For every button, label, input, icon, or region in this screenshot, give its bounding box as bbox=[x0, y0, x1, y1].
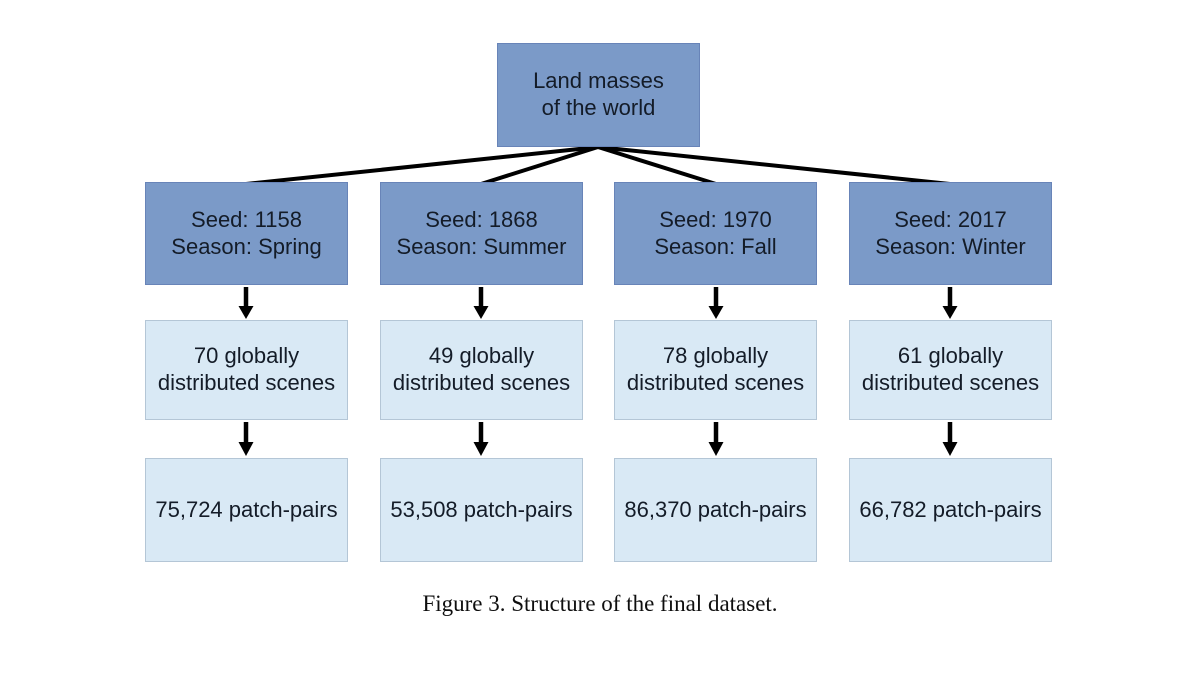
arrow-scenes-to-pairs-3 bbox=[708, 422, 724, 456]
node-text-line: Land masses bbox=[533, 68, 664, 94]
node-patch-pairs-summer: 53,508 patch-pairs bbox=[380, 458, 583, 562]
node-text-line: of the world bbox=[541, 95, 656, 120]
arrow-seed-to-scenes-1 bbox=[238, 287, 254, 319]
seed-label: Seed: 1158 bbox=[191, 206, 302, 232]
scenes-count: 70 globally bbox=[193, 343, 300, 369]
scenes-label: distributed scenes bbox=[157, 370, 336, 395]
seed-label: Seed: 2017 bbox=[894, 206, 1007, 232]
seed-label: Seed: 1868 bbox=[425, 206, 538, 232]
scenes-count: 49 globally bbox=[428, 343, 535, 369]
scenes-count: 78 globally bbox=[662, 343, 769, 369]
node-seed-fall: Seed: 1970 Season: Fall bbox=[614, 182, 817, 285]
node-patch-pairs-fall: 86,370 patch-pairs bbox=[614, 458, 817, 562]
season-label: Season: Fall bbox=[654, 233, 777, 259]
node-patch-pairs-spring: 75,724 patch-pairs bbox=[145, 458, 348, 562]
season-label: Season: Winter bbox=[875, 233, 1026, 259]
node-seed-summer: Seed: 1868 Season: Summer bbox=[380, 182, 583, 285]
node-land-masses: Land masses of the world bbox=[497, 43, 700, 147]
fan-line-spring bbox=[245, 145, 599, 186]
scenes-count: 61 globally bbox=[897, 343, 1004, 369]
node-patch-pairs-winter: 66,782 patch-pairs bbox=[849, 458, 1052, 562]
season-label: Season: Summer bbox=[396, 233, 567, 259]
patch-pairs-label: 66,782 patch-pairs bbox=[859, 496, 1042, 522]
fan-line-summer bbox=[480, 145, 599, 186]
arrow-scenes-to-pairs-2 bbox=[473, 422, 489, 456]
patch-pairs-label: 53,508 patch-pairs bbox=[390, 496, 573, 522]
patch-pairs-label: 75,724 patch-pairs bbox=[155, 496, 338, 522]
scenes-label: distributed scenes bbox=[626, 370, 805, 395]
arrow-scenes-to-pairs-1 bbox=[238, 422, 254, 456]
fan-line-winter bbox=[597, 145, 951, 186]
node-scenes-summer: 49 globally distributed scenes bbox=[380, 320, 583, 420]
seed-label: Seed: 1970 bbox=[659, 206, 772, 232]
patch-pairs-label: 86,370 patch-pairs bbox=[624, 496, 807, 522]
node-scenes-spring: 70 globally distributed scenes bbox=[145, 320, 348, 420]
arrow-seed-to-scenes-3 bbox=[708, 287, 724, 319]
node-scenes-fall: 78 globally distributed scenes bbox=[614, 320, 817, 420]
node-scenes-winter: 61 globally distributed scenes bbox=[849, 320, 1052, 420]
arrow-seed-to-scenes-2 bbox=[473, 287, 489, 319]
figure-caption: Figure 3. Structure of the final dataset… bbox=[422, 591, 778, 616]
season-label: Season: Spring bbox=[171, 233, 322, 259]
arrow-seed-to-scenes-4 bbox=[942, 287, 958, 319]
arrow-scenes-to-pairs-4 bbox=[942, 422, 958, 456]
node-seed-winter: Seed: 2017 Season: Winter bbox=[849, 182, 1052, 285]
fan-line-fall bbox=[597, 145, 717, 186]
scenes-label: distributed scenes bbox=[861, 370, 1040, 395]
node-seed-spring: Seed: 1158 Season: Spring bbox=[145, 182, 348, 285]
scenes-label: distributed scenes bbox=[392, 370, 571, 395]
